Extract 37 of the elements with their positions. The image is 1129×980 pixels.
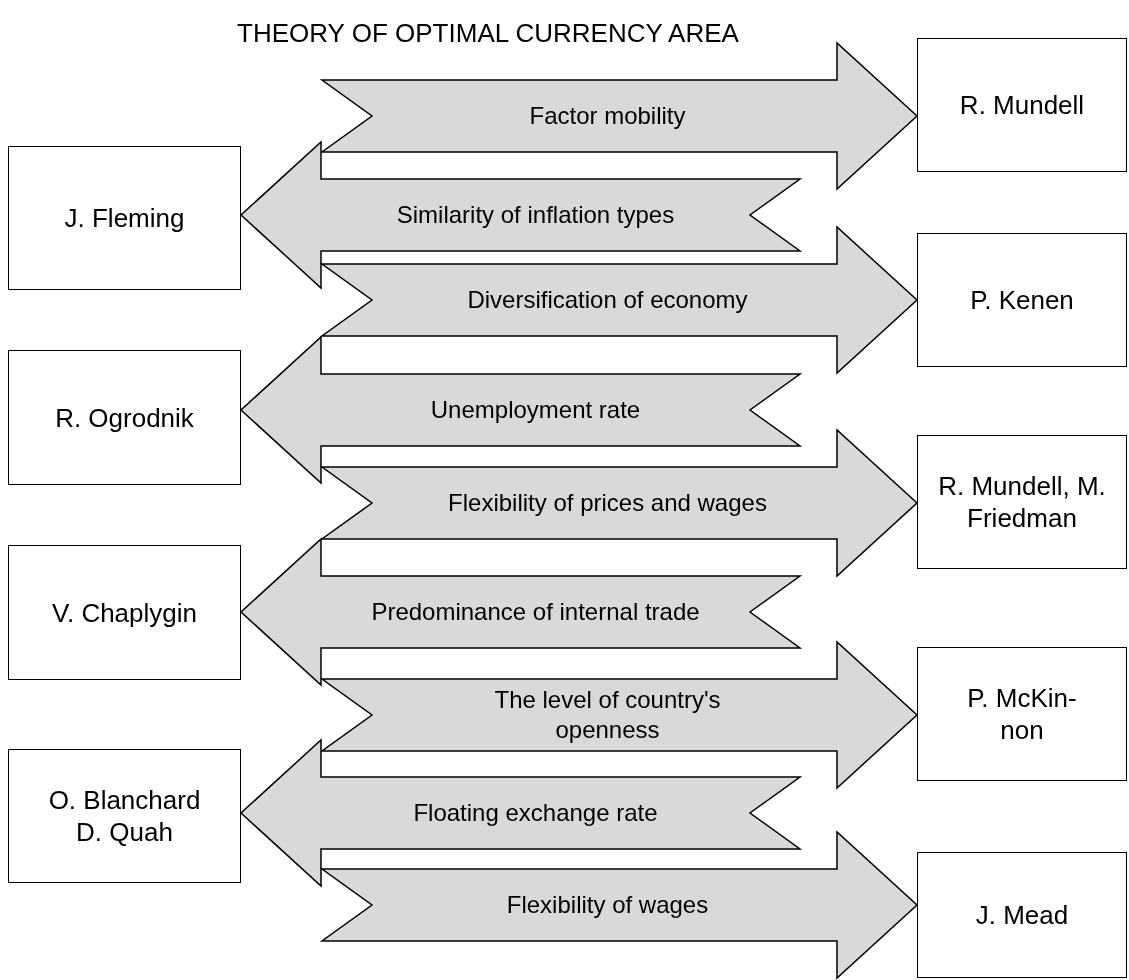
- block-arrow: [319, 830, 919, 980]
- author-box: [8, 146, 241, 290]
- block-arrow: [239, 537, 803, 687]
- block-arrow: [319, 640, 919, 790]
- author-box: [8, 545, 241, 680]
- edge-label: Flexibility of prices and wages: [448, 488, 767, 518]
- block-arrow: [319, 428, 919, 578]
- author-box: [8, 350, 241, 485]
- edge-label: Similarity of inflation types: [396, 200, 675, 230]
- author-name: J. Fleming: [64, 202, 185, 234]
- block-arrow: [319, 225, 919, 375]
- edge-label: Predominance of internal trade: [371, 597, 700, 627]
- author-box: [917, 435, 1127, 569]
- edge-label: Diversification of economy: [467, 285, 748, 315]
- author-name: V. Chaplygin: [52, 596, 197, 629]
- block-arrow: [239, 335, 803, 485]
- block-arrow: [319, 41, 919, 191]
- block-arrow: [239, 140, 803, 290]
- author-box: [917, 233, 1127, 367]
- author-name: J. Mead: [975, 899, 1069, 931]
- edge-label: The level of country's openness: [493, 685, 722, 745]
- edge-label: Unemployment rate: [430, 395, 641, 425]
- author-name: R. Ogrodnik: [55, 401, 194, 434]
- author-name: R. Mundell: [959, 89, 1085, 121]
- edge-label: Factor mobility: [529, 101, 686, 131]
- block-arrow: [239, 738, 803, 888]
- diagram-title: THEORY OF OPTIMAL CURRENCY AREA: [236, 17, 740, 50]
- author-box: [917, 852, 1127, 978]
- author-name: P. McKin-non: [966, 682, 1078, 746]
- author-box: [917, 647, 1127, 781]
- author-name: O. Blanchard D. Quah: [47, 784, 202, 848]
- edge-label: Floating exchange rate: [413, 798, 658, 828]
- author-box: [917, 38, 1127, 172]
- edge-label: Flexibility of wages: [506, 890, 709, 920]
- author-name: R. Mundell, M. Friedman: [937, 470, 1107, 534]
- author-box: [8, 749, 241, 883]
- author-name: P. Kenen: [970, 284, 1074, 316]
